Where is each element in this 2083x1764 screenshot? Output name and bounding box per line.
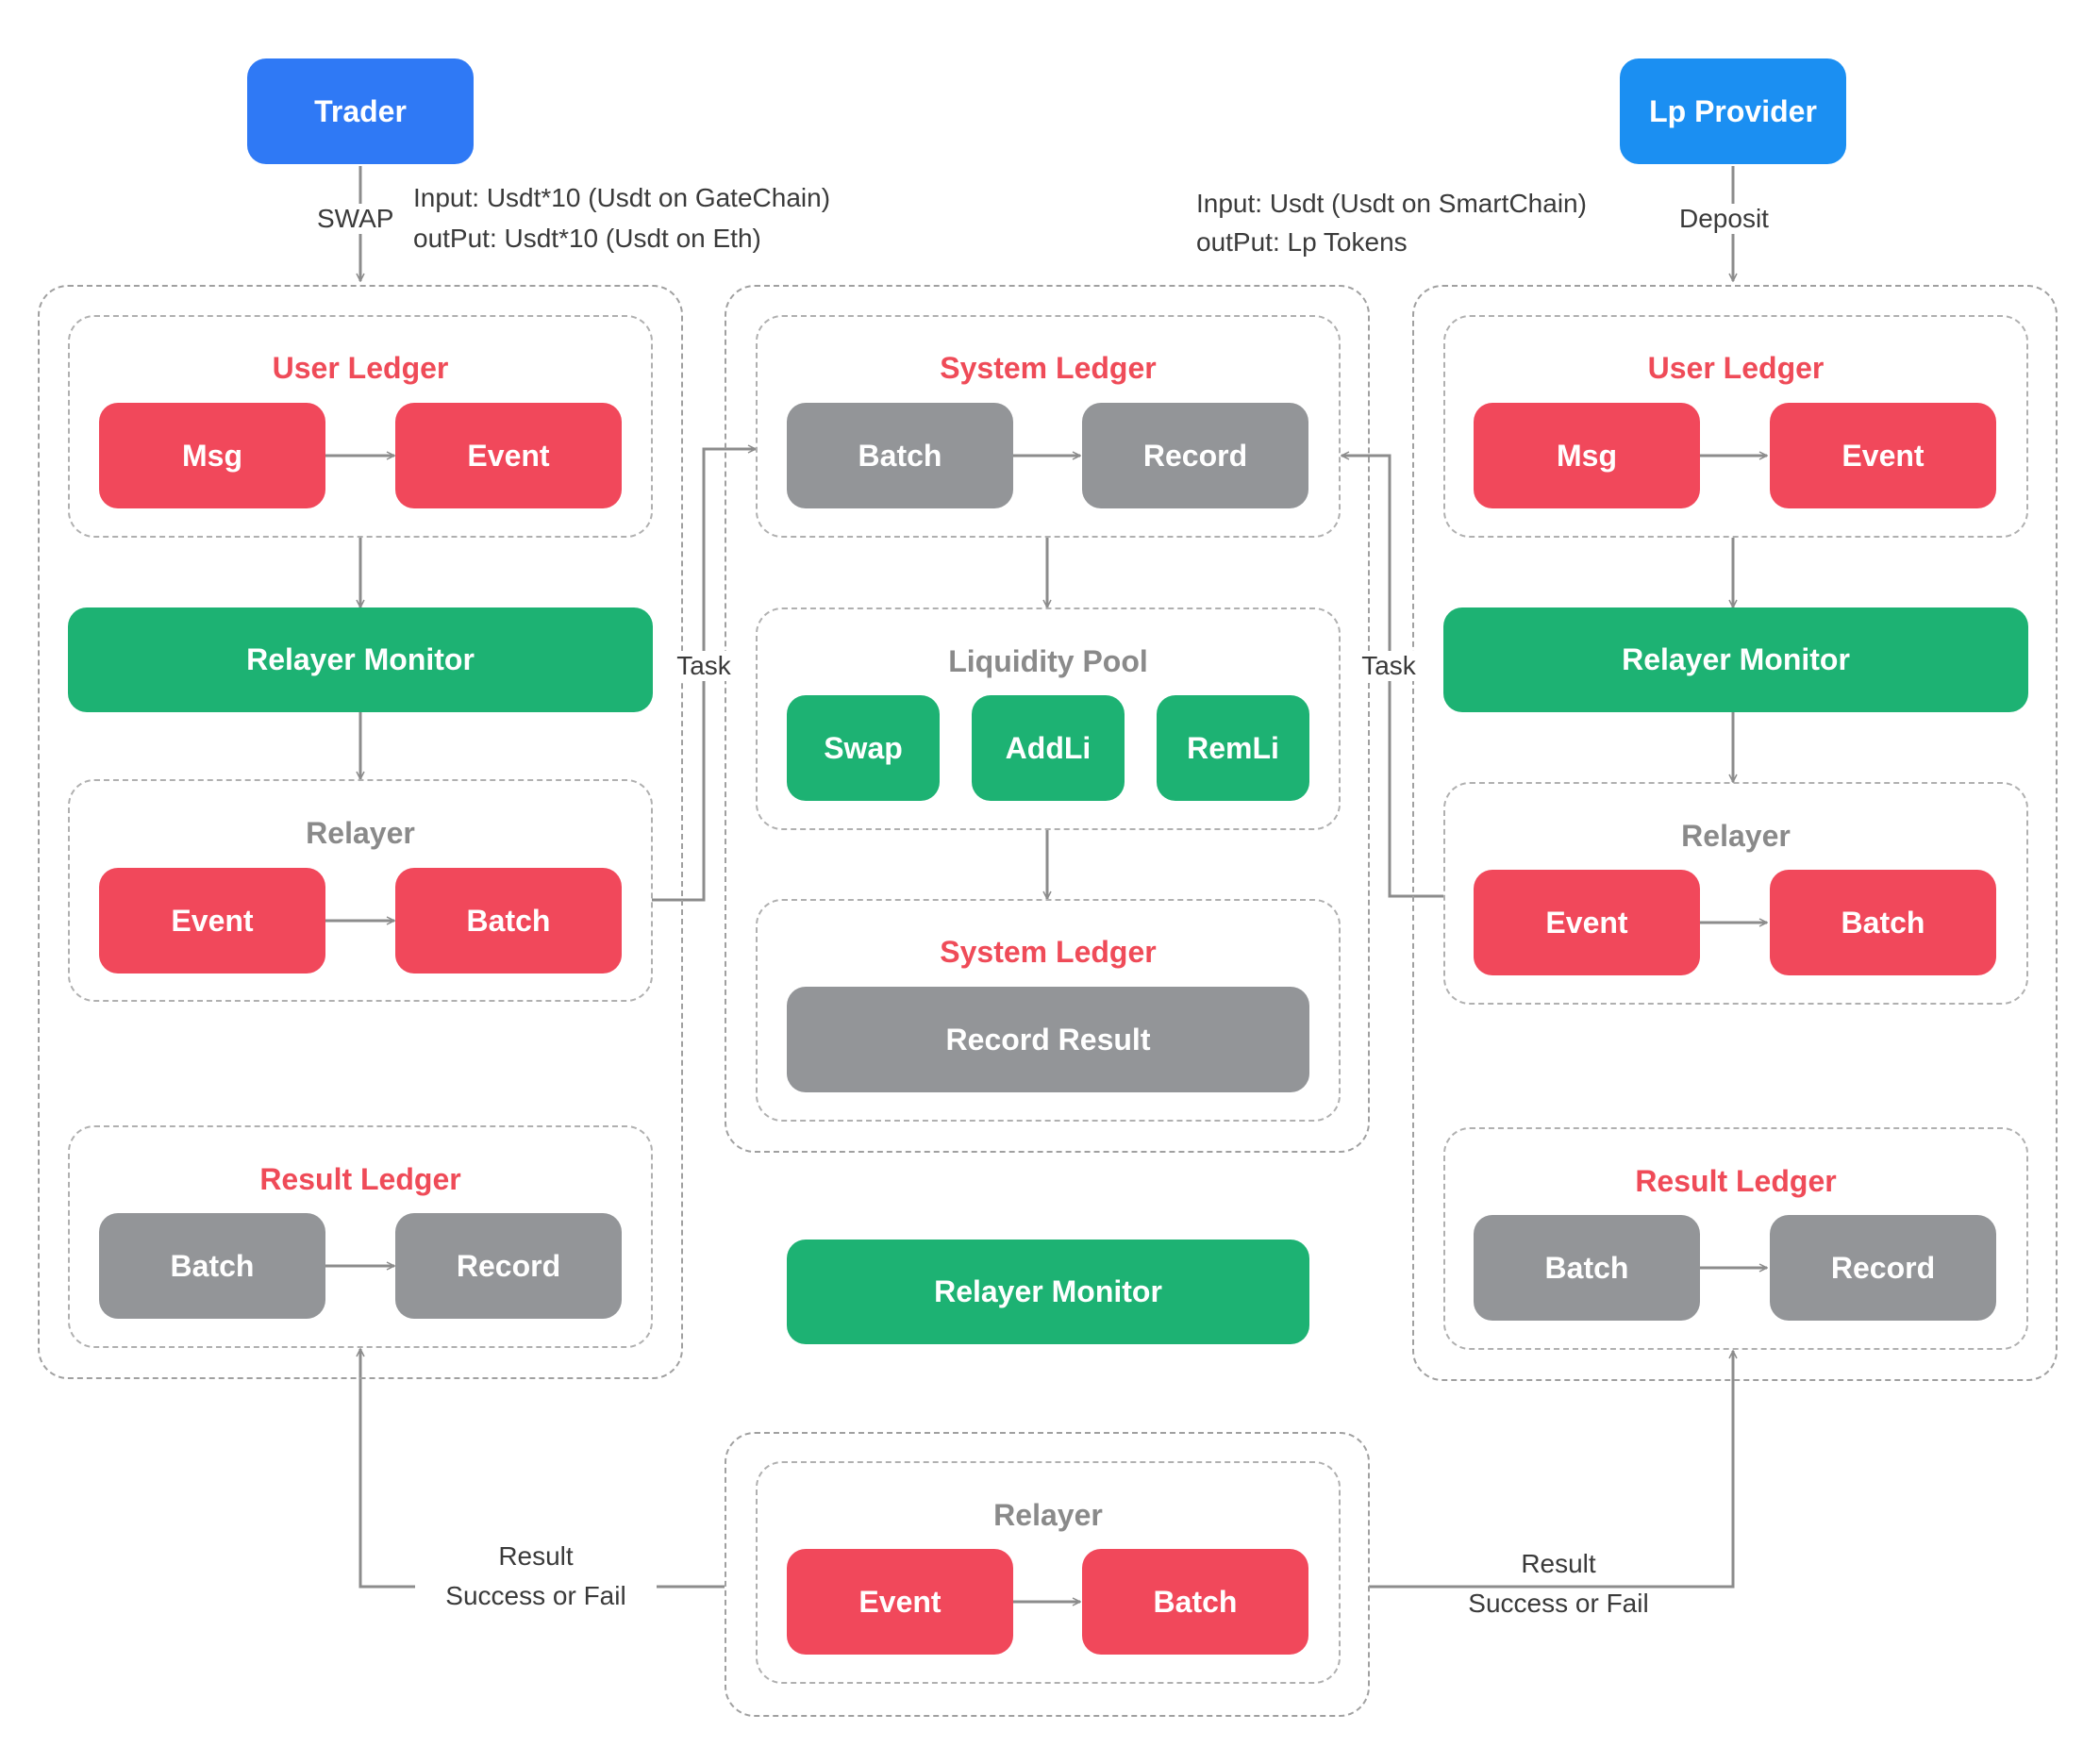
left-user-ledger-title: User Ledger [272,351,449,385]
deposit-label: Deposit [1679,204,1769,234]
task-right-label: Task [1357,651,1421,681]
center-group [725,285,1370,1153]
right-user-ledger [1443,315,2028,538]
center-batch-box: Batch [787,403,1013,508]
pool-remli-box: RemLi [1157,695,1309,801]
left-user-ledger [68,315,653,538]
left-relayer [68,779,653,1002]
right-relayer-title: Relayer [1681,819,1791,853]
trader-node: Trader [247,58,474,164]
right-result-batch-box: Batch [1474,1215,1700,1321]
center-relayer-event-box: Event [787,1549,1013,1655]
left-group [38,285,683,1379]
center-system-ledger-2-title: System Ledger [940,935,1157,969]
lp-provider-label: Lp Provider [1649,93,1817,128]
right-result-record-box: Record [1770,1215,1996,1321]
left-result-batch-box: Batch [99,1213,325,1319]
left-event-box: Event [395,403,622,508]
left-result-ledger [68,1125,653,1348]
right-result-ledger [1443,1127,2028,1350]
lp-provider-node: Lp Provider [1620,58,1846,164]
center-record-box: Record [1082,403,1308,508]
record-result-box: Record Result [787,987,1309,1092]
result-right-label-2: Success or Fail [1438,1589,1679,1619]
right-msg-box: Msg [1474,403,1700,508]
left-relayer-title: Relayer [306,816,415,850]
lp-input-text: Input: Usdt (Usdt on SmartChain) [1196,189,1587,219]
left-result-ledger-title: Result Ledger [259,1162,461,1196]
right-relayer [1443,782,2028,1005]
result-left-label-1: Result [415,1541,657,1572]
center-relayer-title: Relayer [993,1498,1103,1532]
pool-swap-box: Swap [787,695,940,801]
right-relayer-monitor: Relayer Monitor [1443,607,2028,712]
center-system-ledger [756,315,1341,538]
left-relayer-monitor: Relayer Monitor [68,607,653,712]
center-system-ledger-2 [756,899,1341,1122]
task-left-label: Task [672,651,736,681]
center-relayer-group [725,1432,1370,1717]
left-msg-box: Msg [99,403,325,508]
trader-input-text: Input: Usdt*10 (Usdt on GateChain) [413,183,831,213]
right-relayer-batch-box: Batch [1770,870,1996,975]
lp-output-text: outPut: Lp Tokens [1196,227,1408,258]
result-left-label-2: Success or Fail [415,1581,657,1611]
trader-output-text: outPut: Usdt*10 (Usdt on Eth) [413,224,761,254]
arrow-result-right [1369,1351,1733,1589]
center-relayer [756,1461,1341,1684]
liquidity-pool-title: Liquidity Pool [948,644,1148,678]
right-event-box: Event [1770,403,1996,508]
swap-label: SWAP [317,204,394,234]
right-relayer-event-box: Event [1474,870,1700,975]
liquidity-pool [756,607,1341,830]
pool-addli-box: AddLi [972,695,1125,801]
right-result-ledger-title: Result Ledger [1635,1164,1837,1198]
left-relayer-event-box: Event [99,868,325,974]
result-right-label-1: Result [1438,1549,1679,1579]
right-group [1412,285,2058,1381]
center-relayer-monitor: Relayer Monitor [787,1240,1309,1344]
center-system-ledger-title: System Ledger [940,351,1157,385]
right-user-ledger-title: User Ledger [1647,351,1825,385]
trader-label: Trader [314,93,407,128]
center-relayer-batch-box: Batch [1082,1549,1308,1655]
left-relayer-batch-box: Batch [395,868,622,974]
left-result-record-box: Record [395,1213,622,1319]
